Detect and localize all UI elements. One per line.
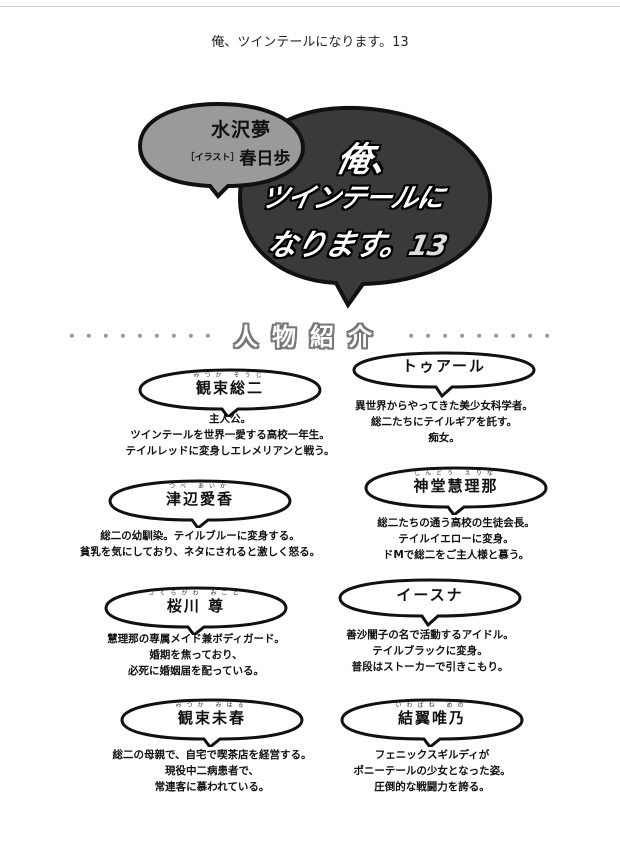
description-line: 総二の母親で、自宅で喫茶店を経営する。 — [112, 749, 312, 761]
character-ruby: つべ あいか — [169, 483, 231, 490]
description-line: 痴女。 — [428, 432, 460, 444]
character-ruby: みつか みはる — [175, 702, 249, 709]
description-line: 慧理那の専属メイド兼ボディガード。 — [107, 633, 285, 645]
description-line: ドMで総二をご主人様と慕う。 — [382, 549, 530, 561]
character-ruby: しんどう えりな — [414, 470, 498, 477]
character-name: 観束未春 — [177, 709, 246, 727]
running-header: 俺、ツインテールになります。13 — [211, 35, 409, 50]
character-description: 主人公。 ツインテールを世界一愛する高校一年生。 テイルレッドに変身しエレメリア… — [70, 411, 390, 459]
title-line-2: ツインテールに — [258, 183, 447, 214]
description-line: 異世界からやってきた美少女科学者。 — [355, 400, 533, 412]
character-description: 総二の母親で、自宅で喫茶店を経営する。 現役中二病患者で、 常連客に慕われている… — [52, 747, 372, 795]
description-line: 圧倒的な戦闘力を誇る。 — [374, 781, 490, 793]
description-line: 常連客に慕われている。 — [154, 781, 270, 793]
illustrator-tag: ［イラスト］ — [185, 153, 240, 163]
character-description: 善沙闇子の名で活動するアイドル。 テイルブラックに変身。 普段はストーカーで引き… — [270, 627, 590, 675]
name-bubble — [104, 586, 288, 635]
description-line: テイルレッドに変身しエレメリアンと戦う。 — [125, 445, 335, 457]
description-line: 普段はストーカーで引きこもり。 — [351, 661, 509, 673]
author-name: 水沢夢 — [210, 119, 271, 141]
name-bubble — [108, 479, 292, 528]
name-bubble — [352, 351, 536, 399]
description-line: 必死に婚姻届を配っている。 — [128, 665, 264, 677]
description-line: 現役中二病患者で、 — [164, 765, 260, 777]
character-name: 桜川 尊 — [166, 597, 226, 615]
title-line-1: 俺、 — [333, 140, 410, 180]
character-name: 観束総二 — [195, 379, 264, 397]
dots-left: ・・・・・・・・・ — [63, 326, 217, 346]
description-line: 貧乳を気にしており、ネタにされると激しく怒る。 — [79, 546, 321, 558]
character-description: フェニックスギルディが ポニーテールの少女となった姿。 圧倒的な戦闘力を誇る。 — [272, 747, 592, 795]
description-line: ツインテールを世界一愛する高校一年生。 — [130, 429, 330, 441]
description-line: ポニーテールの少女となった姿。 — [353, 765, 511, 777]
illustrator-credit: ［イラスト］春日歩 — [168, 144, 308, 169]
description-line: 総二たちの通う高校の生徒会長。 — [377, 517, 535, 529]
name-bubble — [340, 698, 524, 747]
character-ruby: みつか そうじ — [193, 372, 267, 379]
character-intro-heading: ・・・・・・・・・ 人物紹介 ・・・・・・・・・ — [0, 317, 620, 352]
section-title: 人物紹介 — [234, 323, 386, 351]
title-line-3: なります。13 — [263, 220, 451, 264]
name-bubble — [364, 466, 548, 515]
description-line: 善沙闇子の名で活動するアイドル。 — [346, 629, 514, 641]
name-bubble — [138, 368, 322, 417]
description-line: テイルブラックに変身。 — [372, 645, 488, 657]
volume-number: 13 — [405, 229, 450, 262]
cover-logo — [138, 100, 500, 310]
character-description: 総二たちの通う高校の生徒会長。 テイルイエローに変身。 ドMで総二をご主人様と慕… — [296, 515, 616, 563]
character-name: イースナ — [396, 586, 464, 604]
character-ruby: いわばね めの — [395, 702, 469, 709]
character-name: 津辺愛香 — [165, 490, 234, 508]
character-description: 異世界からやってきた美少女科学者。 総二たちにテイルギアを託す。 痴女。 — [284, 398, 604, 446]
illustrator-name: 春日歩 — [239, 149, 291, 169]
description-line: テイルイエローに変身。 — [398, 533, 514, 545]
character-name: トゥアール — [401, 357, 487, 375]
top-border — [0, 6, 620, 7]
character-ruby: さくらがわ みこと — [148, 590, 244, 597]
description-line: 総二たちにテイルギアを託す。 — [371, 416, 517, 428]
name-bubble — [338, 578, 522, 627]
character-name: 結翼唯乃 — [397, 709, 466, 727]
character-description: 慧理那の専属メイド兼ボディガード。 婚期を焦っており、 必死に婚姻届を配っている… — [36, 631, 356, 679]
description-line: 総二の幼馴染。テイルブルーに変身する。 — [100, 530, 300, 542]
character-description: 総二の幼馴染。テイルブルーに変身する。 貧乳を気にしており、ネタにされると激しく… — [40, 528, 360, 560]
description-line: フェニックスギルディが — [374, 749, 490, 761]
book-title: 俺、 ツインテールに なります。13 — [250, 128, 480, 268]
dots-right: ・・・・・・・・・ — [403, 326, 557, 346]
speech-bubbles-graphic — [138, 101, 493, 309]
description-line: 婚期を焦っており、 — [149, 649, 243, 661]
description-line: 主人公。 — [209, 413, 251, 425]
character-name: 神堂慧理那 — [413, 477, 499, 495]
title-line-3-text: なります。 — [263, 228, 413, 263]
name-bubble — [120, 698, 304, 747]
